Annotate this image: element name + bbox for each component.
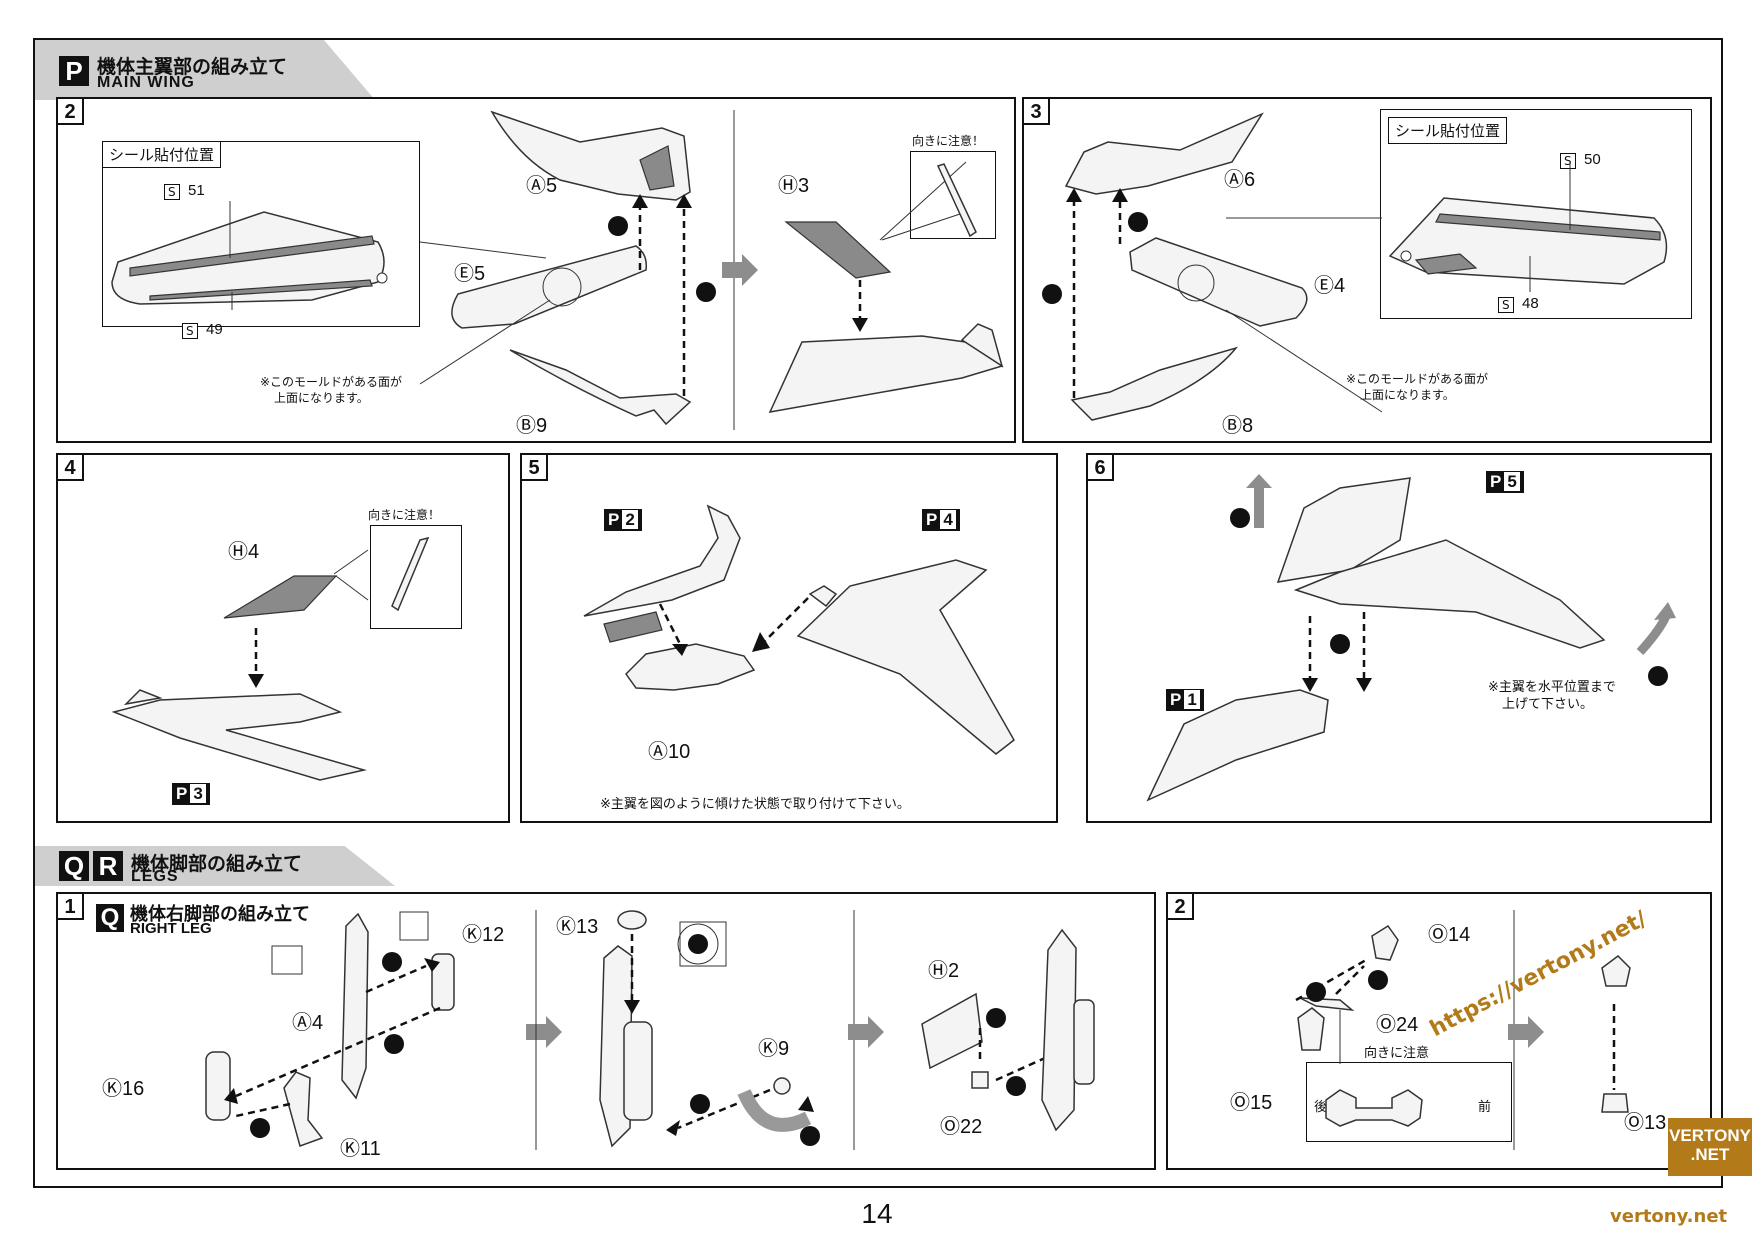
step-4-art	[111, 536, 430, 781]
part-label-e4: Ⓔ4	[1314, 275, 1346, 297]
seal-number: 48	[1522, 295, 1539, 312]
rear-label: 後	[1314, 1100, 1328, 1115]
part-label-k12: Ⓚ12	[462, 924, 505, 946]
step-5-note: ※主翼を図のように傾けた状態で取り付けて下さい。	[600, 797, 910, 812]
badge-letter: P	[608, 510, 620, 529]
orientation-note: 向きに注意！	[912, 134, 985, 148]
step-3-art	[1042, 112, 1668, 421]
badge-number: 3	[190, 784, 206, 803]
mold-note: ※このモールドがある面が 上面になります。	[260, 374, 402, 406]
part-label-b9: Ⓑ9	[516, 415, 548, 437]
badge-letter: P	[1490, 472, 1502, 491]
subsection-subtitle: RIGHT LEG	[130, 920, 212, 937]
part-label-o24: Ⓞ24	[1376, 1014, 1419, 1036]
seal-position-label: シール貼付位置	[102, 141, 222, 168]
part-label-h3: Ⓗ3	[778, 175, 810, 197]
part-label-h2: Ⓗ2	[928, 960, 960, 982]
part-label-a4: Ⓐ4	[292, 1012, 324, 1034]
step-number: 6	[1086, 453, 1114, 481]
badge-letter: P	[926, 510, 938, 529]
step-number: 2	[1166, 892, 1194, 920]
mold-note-line: 上面になります。	[1360, 388, 1455, 402]
subsection-title: 機体右脚部の組み立て	[130, 904, 310, 925]
watermark-site: vertony.net	[1610, 1206, 1728, 1227]
step-number: 1	[56, 892, 84, 920]
part-label-k16: Ⓚ16	[102, 1078, 145, 1100]
logo-line: VERTONY	[1669, 1126, 1751, 1145]
logo-line: .NET	[1690, 1145, 1730, 1164]
seal-number: 50	[1584, 151, 1601, 168]
front-label: 前	[1478, 1100, 1492, 1115]
seal-s-mark: S	[164, 184, 180, 200]
orientation-note: 向きに注意！	[368, 508, 441, 522]
orientation-inset	[370, 525, 462, 629]
section-qr-header: Q R 機体脚部の組み立て LEGS	[35, 846, 395, 886]
section-letter: P	[59, 56, 89, 86]
seal-s-mark: S	[1498, 297, 1514, 313]
part-label-o22: Ⓞ22	[940, 1116, 983, 1138]
badge-number: 4	[940, 510, 956, 529]
watermark-logo: VERTONY .NET	[1668, 1118, 1752, 1176]
mold-note-line: 上面になります。	[274, 391, 369, 405]
section-title: 機体脚部の組み立て	[131, 853, 303, 875]
step-number: 5	[520, 453, 548, 481]
orientation-note: 向きに注意	[1364, 1046, 1430, 1061]
part-label-a6: Ⓐ6	[1224, 169, 1256, 191]
step-5-art	[583, 504, 1015, 755]
part-label-k9: Ⓚ9	[758, 1038, 790, 1060]
mold-note: ※このモールドがある面が 上面になります。	[1346, 371, 1488, 403]
seal-number: 51	[188, 182, 205, 199]
step-2-art	[111, 110, 1004, 430]
page-number: 14	[861, 1198, 893, 1229]
step-number: 2	[56, 97, 84, 125]
step-number: 3	[1022, 97, 1050, 125]
part-label-a5: Ⓐ5	[526, 175, 558, 197]
mold-note-line: ※このモールドがある面が	[260, 375, 403, 389]
section-subtitle: MAIN WING	[97, 74, 195, 91]
section-letter: Q	[59, 851, 89, 881]
part-label-o14: Ⓞ14	[1428, 924, 1471, 946]
part-label-k11: Ⓚ11	[340, 1138, 381, 1160]
seal-s-mark: S	[1560, 153, 1576, 169]
section-p-header: P 機体主翼部の組み立て MAIN WING	[35, 40, 375, 100]
step-number: 4	[56, 453, 84, 481]
seal-number: 49	[206, 321, 223, 338]
step-6-note: ※主翼を水平位置まで 上げて下さい。	[1488, 679, 1616, 713]
step-6-note-line: ※主翼を水平位置まで	[1488, 680, 1616, 695]
badge-letter: P	[1170, 690, 1182, 709]
step-q1-art	[205, 910, 1095, 1150]
part-label-b8: Ⓑ8	[1222, 415, 1254, 437]
section-subtitle: LEGS	[131, 868, 179, 885]
part-label-o13: Ⓞ13	[1624, 1112, 1667, 1134]
part-label-o15: Ⓞ15	[1230, 1092, 1273, 1114]
subsection-letter: Q	[96, 904, 124, 932]
step-6-note-line: 上げて下さい。	[1502, 697, 1594, 712]
part-label-k13: Ⓚ13	[556, 916, 599, 938]
orientation-inset	[910, 151, 996, 239]
section-letter: R	[93, 851, 123, 881]
section-title: 機体主翼部の組み立て	[97, 56, 288, 78]
seal-s-mark: S	[182, 323, 198, 339]
step-q2-art	[1295, 910, 1631, 1150]
badge-number: 5	[1504, 472, 1520, 491]
part-label-e5: Ⓔ5	[454, 263, 486, 285]
badge-number: 1	[1184, 690, 1200, 709]
part-label-h4: Ⓗ4	[228, 541, 260, 563]
seal-position-label: シール貼付位置	[1388, 117, 1508, 144]
part-label-a10: Ⓐ10	[648, 741, 691, 763]
mold-note-line: ※このモールドがある面が	[1346, 372, 1489, 386]
badge-number: 2	[622, 510, 638, 529]
step-6-art	[1146, 474, 1676, 802]
badge-letter: P	[176, 784, 188, 803]
